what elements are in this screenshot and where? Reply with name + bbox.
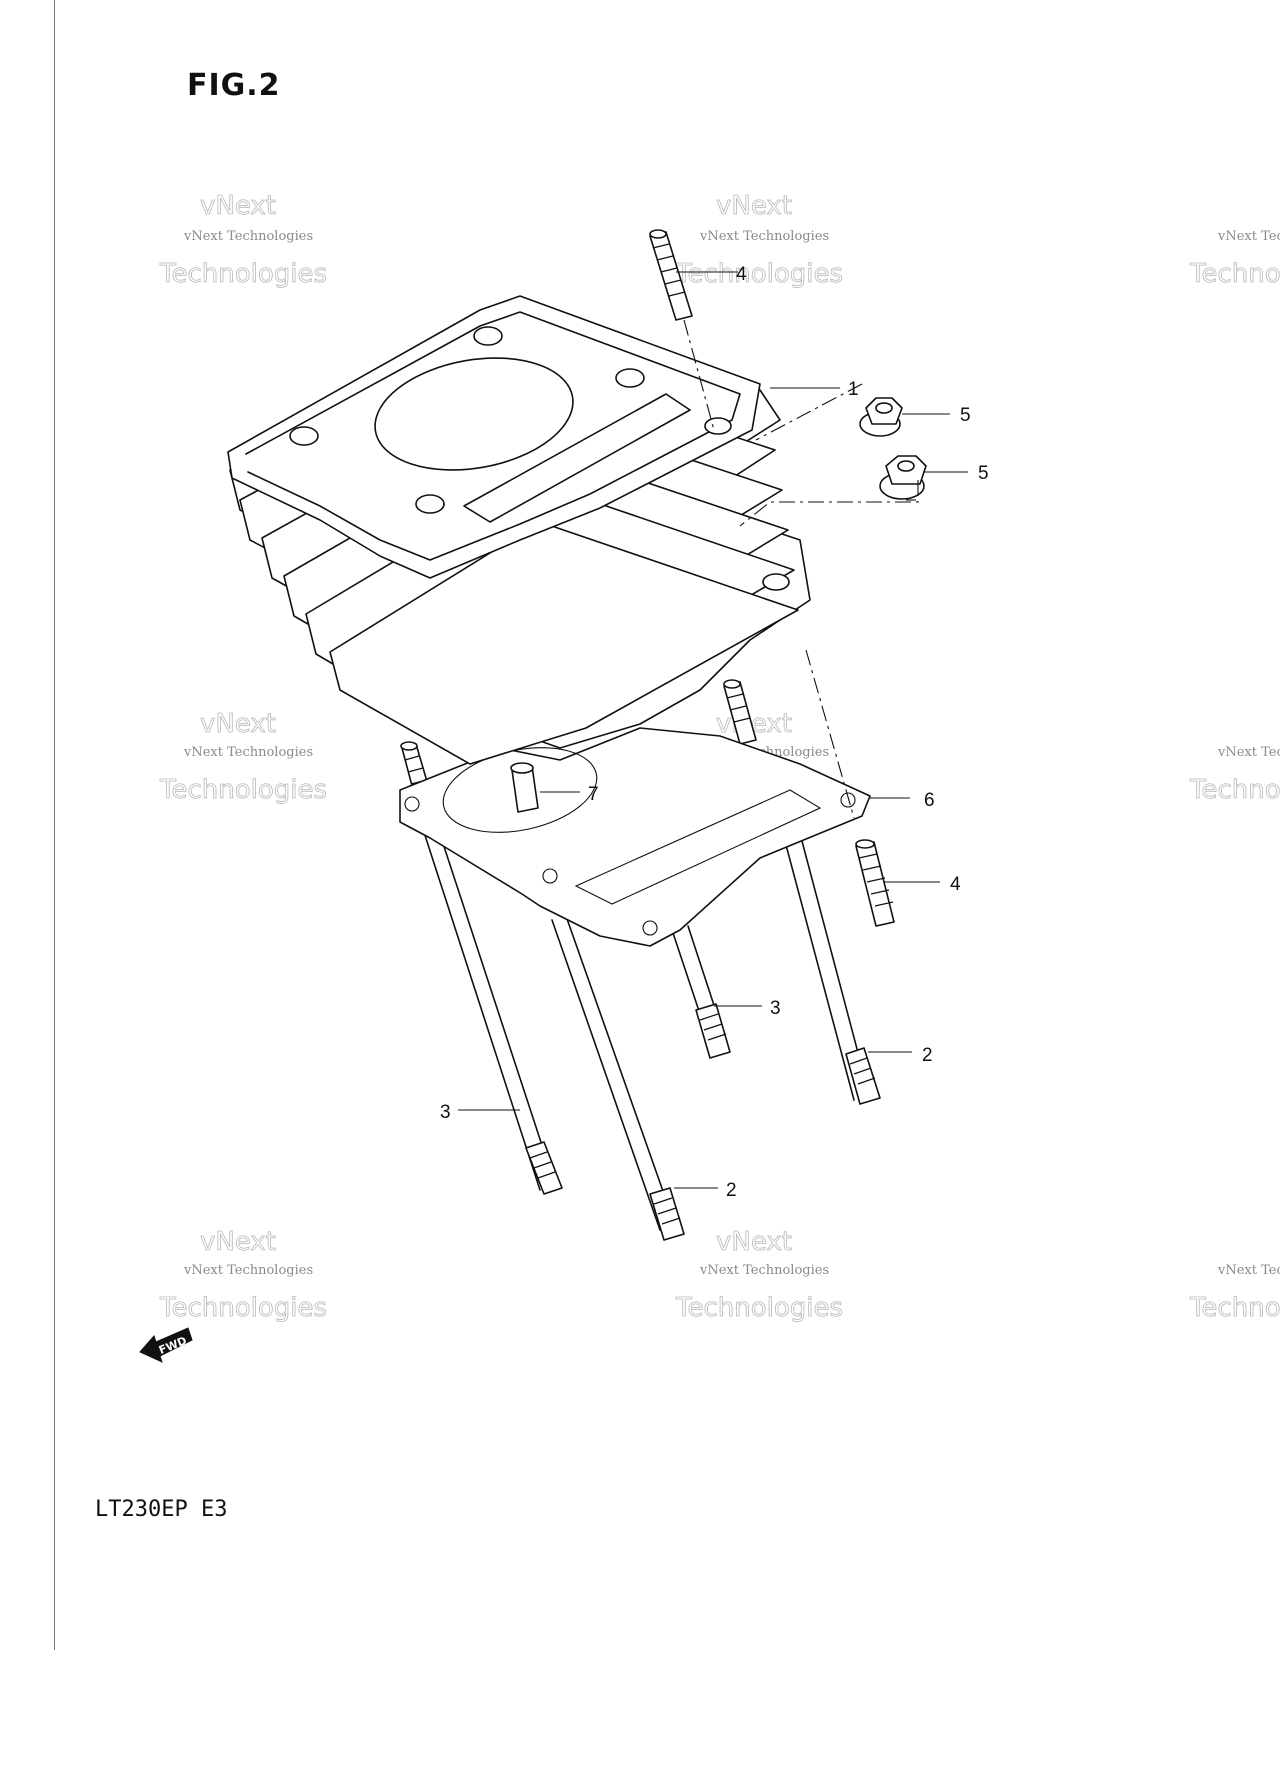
watermark-mid-right: vNext Technologies Technologies: [1189, 745, 1280, 805]
svg-text:Technologies: Technologies: [159, 259, 327, 289]
svg-text:Technologies: Technologies: [159, 775, 327, 805]
svg-text:vNext: vNext: [716, 191, 792, 221]
callout-7-dowel: 7: [588, 784, 599, 805]
svg-text:vNext Technologies: vNext Technologies: [1217, 745, 1280, 760]
watermark-top-middle: vNext vNext Technologies Technologies: [675, 191, 844, 290]
watermark-mid-left: vNext vNext Technologies Technologies: [159, 709, 328, 806]
callout-5-nut-lower: 5: [978, 463, 989, 484]
watermark-top-right: vNext Technologies Technologies: [1189, 229, 1280, 289]
svg-text:vNext Technologies: vNext Technologies: [1217, 229, 1280, 244]
callout-6-gasket: 6: [924, 790, 935, 811]
flange-nut-lower: [879, 455, 927, 500]
svg-text:vNext: vNext: [200, 709, 276, 739]
svg-text:Technologies: Technologies: [1189, 775, 1280, 805]
svg-text:Technologies: Technologies: [159, 1293, 327, 1323]
cylinder-body: [227, 295, 811, 765]
callout-2-stud-right: 2: [922, 1045, 933, 1066]
page-margin-line: [54, 0, 55, 1650]
svg-text:vNext Technologies: vNext Technologies: [699, 1263, 829, 1278]
svg-text:vNext Technologies: vNext Technologies: [1217, 1263, 1280, 1278]
svg-text:FWD: FWD: [157, 1334, 189, 1357]
svg-text:Technologies: Technologies: [675, 1293, 843, 1323]
callout-3-stud-left: 3: [440, 1102, 451, 1123]
svg-text:Technologies: Technologies: [1189, 259, 1280, 289]
forward-arrow-icon: FWD: [139, 1327, 193, 1363]
nut-guide-line-upper: [755, 383, 863, 441]
callout-3-stud-rear: 3: [770, 998, 781, 1019]
watermark-bottom-middle: vNext vNext Technologies Technologies: [675, 1227, 844, 1324]
svg-text:vNext Technologies: vNext Technologies: [183, 1263, 313, 1278]
watermark-bottom-left: vNext vNext Technologies Technologies: [159, 1227, 328, 1324]
svg-text:vNext: vNext: [200, 1227, 276, 1257]
svg-text:Technologies: Technologies: [675, 259, 843, 289]
callout-4-stud-top: 4: [736, 264, 747, 285]
watermark-top-left: vNext vNext Technologies Technologies: [159, 191, 328, 290]
short-stud-4-top: [649, 229, 715, 431]
long-stud-2-right: [723, 679, 881, 1105]
model-code: LT230EP E3: [95, 1497, 228, 1522]
flange-nut-upper: [859, 397, 903, 437]
callout-1-cylinder: 1: [848, 379, 859, 400]
svg-text:vNext: vNext: [200, 191, 276, 221]
svg-text:vNext Technologies: vNext Technologies: [699, 229, 829, 244]
svg-text:vNext Technologies: vNext Technologies: [183, 745, 313, 760]
watermark-bottom-right: vNext Technologies Technologies: [1189, 1263, 1280, 1323]
dowel-pin: [510, 762, 539, 813]
short-stud-4-right: [855, 839, 895, 927]
svg-text:vNext Technologies: vNext Technologies: [183, 229, 313, 244]
svg-text:Technologies: Technologies: [1189, 1293, 1280, 1323]
leader-lines: [458, 271, 968, 1189]
svg-text:vNext: vNext: [716, 1227, 792, 1257]
callout-5-nut-upper: 5: [960, 405, 971, 426]
long-stud-3-rear: [671, 925, 731, 1059]
callout-4-stud-right: 4: [950, 874, 961, 895]
figure-title: FIG.2: [187, 68, 281, 103]
stud-guide-line: [805, 649, 855, 819]
callout-2-stud-front: 2: [726, 1180, 737, 1201]
nut-guide-line-lower: [739, 480, 919, 527]
